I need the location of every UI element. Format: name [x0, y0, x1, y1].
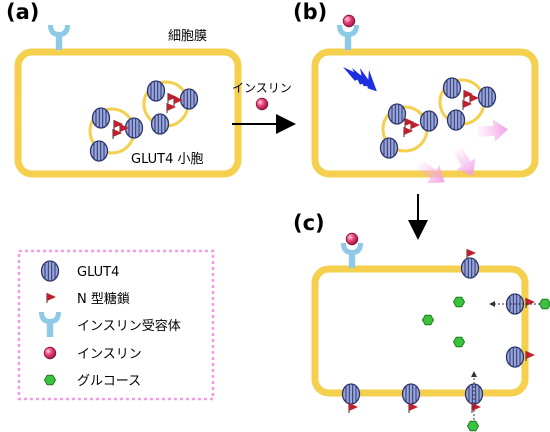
insulin-bound-b — [342, 14, 356, 28]
glut4-b4 — [442, 77, 462, 99]
legend-label-glut4: GLUT4 — [77, 265, 119, 280]
panel-label-b: (b) — [293, 0, 327, 24]
legend-label-glycan: N 型糖鎖 — [77, 291, 130, 307]
insulin-receptor-icon — [39, 312, 61, 337]
glycan-a6 — [166, 102, 177, 114]
insulin-bound-c — [345, 232, 359, 246]
glucose-c2 — [422, 314, 434, 326]
cell-c — [311, 265, 529, 397]
glut4-a1 — [91, 107, 111, 129]
glycan-c-bottom2 — [408, 402, 419, 414]
glucose-c3 — [453, 336, 465, 348]
panel-label-c: (c) — [293, 211, 325, 235]
n-glycan-flag-icon — [46, 292, 57, 304]
insulin-receptor-b — [337, 25, 359, 50]
glut4-b5 — [477, 86, 497, 108]
glycan-c-bottom3 — [471, 402, 482, 414]
legend-label-glucose: グルコース — [77, 374, 141, 389]
legend-label-insulin: インスリン — [77, 347, 142, 362]
insulin-receptor-c — [341, 243, 363, 268]
glut4-a3 — [89, 140, 109, 162]
glut4-b1 — [387, 103, 407, 125]
glucose-c4 — [539, 298, 550, 310]
glut4-a4 — [146, 80, 166, 102]
insulin-a-to-b — [255, 97, 269, 111]
glut4-icon — [40, 260, 60, 282]
insulin-arrow-label: インスリン — [232, 81, 292, 95]
legend: GLUT4 N 型糖鎖 インスリン受容体 インスリン グルコース — [39, 260, 181, 389]
glycan-b2 — [410, 120, 421, 132]
legend-box — [17, 249, 215, 401]
glycan-b5 — [469, 93, 480, 105]
glut4-b6 — [446, 109, 466, 131]
glucose-icon — [44, 374, 56, 386]
glut4-b2 — [419, 110, 439, 132]
cell-membrane-label: 細胞膜 — [168, 29, 207, 44]
vesicle-label: GLUT4 小胞 — [131, 152, 204, 167]
legend-label-receptor: インスリン受容体 — [77, 318, 181, 334]
glut4-c-top — [460, 257, 480, 279]
glucose-c1 — [453, 296, 465, 308]
glut4-c-bottom1 — [341, 383, 361, 405]
glut4-a6 — [150, 113, 170, 135]
glut4-a5 — [179, 88, 199, 110]
signal-burst — [341, 62, 377, 93]
glucose-c5 — [467, 420, 479, 432]
glycan-c-bottom1 — [348, 402, 359, 414]
glut4-c-right2 — [505, 346, 525, 368]
insulin-receptor-a — [48, 25, 70, 50]
glut4-c-bottom2 — [401, 383, 421, 405]
glut4-b3 — [379, 137, 399, 159]
insulin-icon — [43, 346, 57, 360]
panel-label-a: (a) — [6, 0, 39, 24]
cell-a — [14, 48, 242, 178]
